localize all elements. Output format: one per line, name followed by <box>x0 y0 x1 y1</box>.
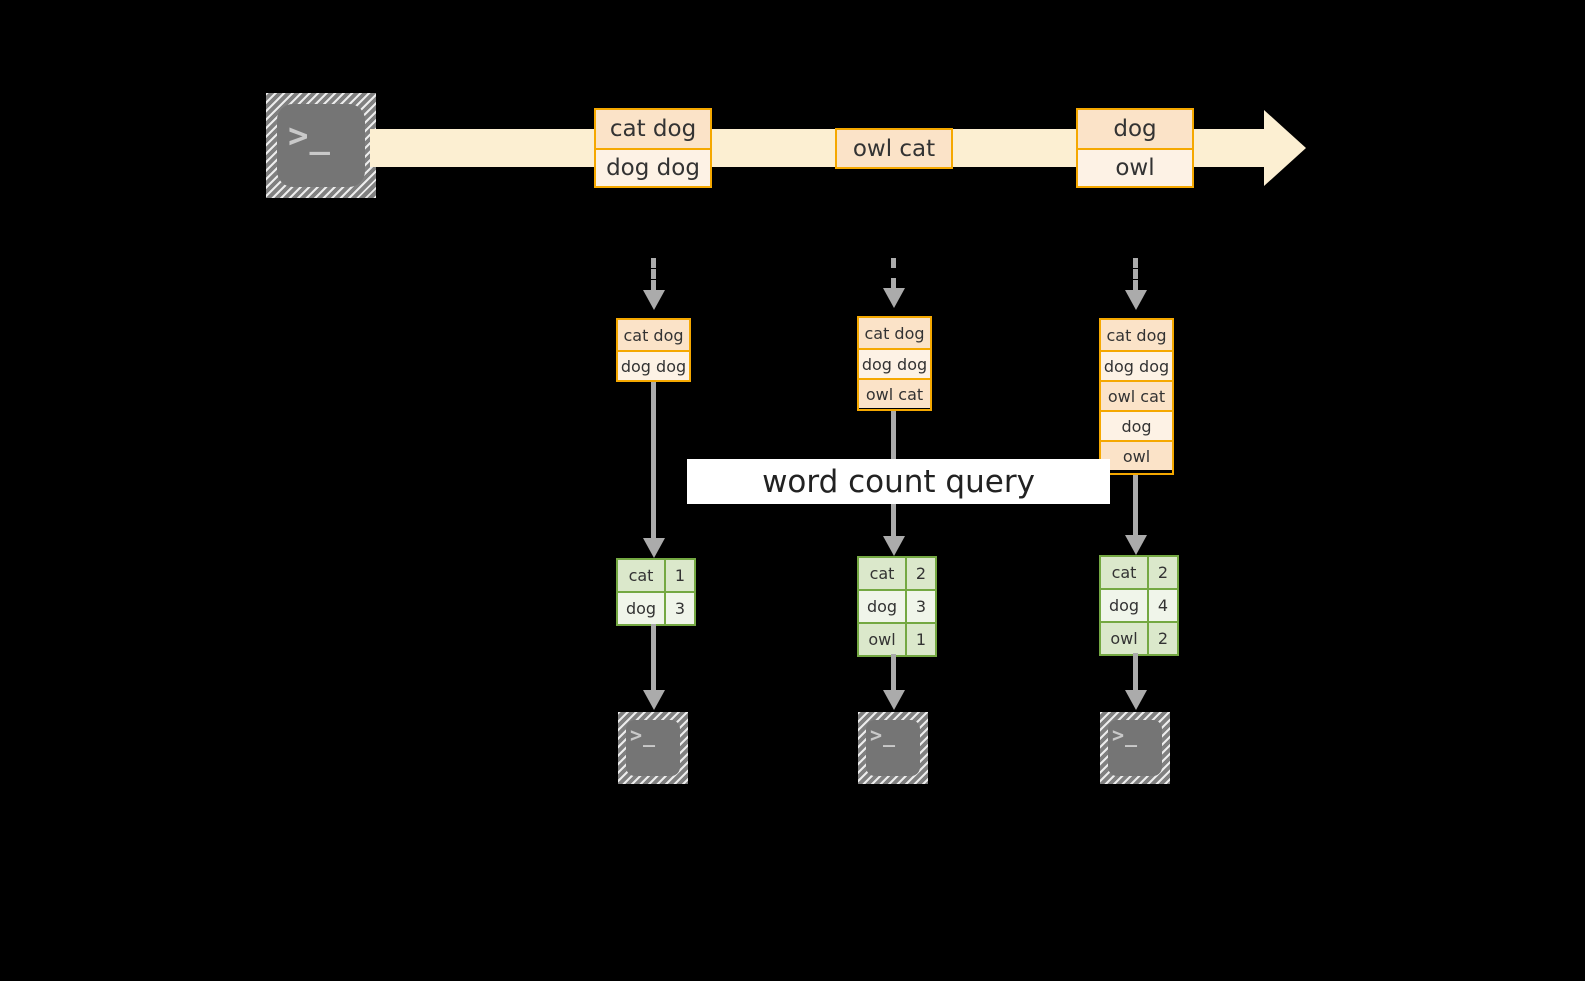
col3-result-count-2: 4 <box>1149 590 1177 621</box>
col2-sink-arrowhead <box>883 690 905 710</box>
table-row: dog 3 <box>859 589 935 622</box>
col3-result-table: cat 2 dog 4 owl 2 <box>1099 555 1179 656</box>
col1-result-word-2: dog <box>618 593 666 624</box>
col3-state-line-4: dog <box>1101 410 1172 440</box>
col2-result-word-3: owl <box>859 624 907 655</box>
source-terminal-icon: >_ <box>266 93 376 198</box>
terminal-prompt-glyph: >_ <box>1112 723 1139 747</box>
col3-query-connector <box>1133 475 1138 542</box>
stream-batch-3-line-1: dog <box>1078 110 1192 148</box>
col1-result-word-1: cat <box>618 560 666 591</box>
col1-query-arrowhead <box>643 538 665 558</box>
col2-dashed-arrowhead <box>883 288 905 308</box>
col2-query-arrowhead <box>883 536 905 556</box>
col2-dashed-connector <box>891 258 896 288</box>
col2-result-count-3: 1 <box>907 624 935 655</box>
stream-batch-1: cat dog dog dog <box>594 108 712 188</box>
col3-sink-arrowhead <box>1125 690 1147 710</box>
col3-result-word-3: owl <box>1101 623 1149 654</box>
terminal-screen <box>626 720 680 776</box>
col2-result-word-2: dog <box>859 591 907 622</box>
col1-sink-connector <box>651 624 656 692</box>
table-row: cat 2 <box>1101 557 1177 588</box>
table-row: cat 1 <box>618 560 694 591</box>
col1-result-count-2: 3 <box>666 593 694 624</box>
col3-result-count-3: 2 <box>1149 623 1177 654</box>
col2-state-line-2: dog dog <box>859 348 930 378</box>
terminal-screen <box>866 720 920 776</box>
col3-result-word-1: cat <box>1101 557 1149 588</box>
col2-result-count-2: 3 <box>907 591 935 622</box>
col3-query-arrowhead <box>1125 535 1147 555</box>
col3-sink-connector <box>1133 653 1138 692</box>
col3-sink-terminal-icon: >_ <box>1100 712 1170 784</box>
col3-dashed-arrowhead <box>1125 290 1147 310</box>
col3-result-count-1: 2 <box>1149 557 1177 588</box>
col3-state-box: cat dog dog dog owl cat dog owl <box>1099 318 1174 475</box>
table-row: cat 2 <box>859 558 935 589</box>
col3-state-line-1: cat dog <box>1101 320 1172 350</box>
terminal-prompt-glyph: >_ <box>630 723 657 747</box>
table-row: owl 1 <box>859 622 935 655</box>
stream-batch-2: owl cat <box>835 128 953 169</box>
col2-state-line-1: cat dog <box>859 318 930 348</box>
stream-batch-2-line-1: owl cat <box>837 130 951 167</box>
col2-sink-terminal-icon: >_ <box>858 712 928 784</box>
table-row: owl 2 <box>1101 621 1177 654</box>
col2-state-line-3: owl cat <box>859 378 930 408</box>
table-row: dog 4 <box>1101 588 1177 621</box>
stream-batch-3-line-2: owl <box>1078 147 1192 186</box>
col1-state-line-1: cat dog <box>618 320 689 350</box>
col1-dashed-arrowhead <box>643 290 665 310</box>
col1-result-table: cat 1 dog 3 <box>616 558 696 626</box>
col1-query-connector <box>651 382 656 545</box>
query-label: word count query <box>762 463 1035 500</box>
col1-state-line-2: dog dog <box>618 350 689 380</box>
terminal-prompt-glyph: >_ <box>870 723 897 747</box>
stream-batch-1-line-2: dog dog <box>596 147 710 186</box>
col2-result-table: cat 2 dog 3 owl 1 <box>857 556 937 657</box>
col1-result-count-1: 1 <box>666 560 694 591</box>
col3-state-line-3: owl cat <box>1101 380 1172 410</box>
col1-dashed-connector <box>651 258 656 290</box>
col2-result-count-1: 2 <box>907 558 935 589</box>
col3-result-word-2: dog <box>1101 590 1149 621</box>
col1-sink-terminal-icon: >_ <box>618 712 688 784</box>
event-stream-arrowhead <box>1264 110 1306 186</box>
stream-batch-1-line-1: cat dog <box>596 110 710 148</box>
terminal-screen <box>277 104 365 187</box>
col1-state-box: cat dog dog dog <box>616 318 691 382</box>
table-row: dog 3 <box>618 591 694 624</box>
col3-dashed-connector <box>1133 258 1138 290</box>
col3-state-line-2: dog dog <box>1101 350 1172 380</box>
col2-result-word-1: cat <box>859 558 907 589</box>
stream-batch-3: dog owl <box>1076 108 1194 188</box>
terminal-prompt-glyph: >_ <box>288 116 331 156</box>
col1-sink-arrowhead <box>643 690 665 710</box>
col3-state-line-5: owl <box>1101 440 1172 470</box>
col2-state-box: cat dog dog dog owl cat <box>857 316 932 411</box>
col2-sink-connector <box>891 654 896 692</box>
query-label-band: word count query <box>687 459 1110 504</box>
terminal-screen <box>1108 720 1162 776</box>
